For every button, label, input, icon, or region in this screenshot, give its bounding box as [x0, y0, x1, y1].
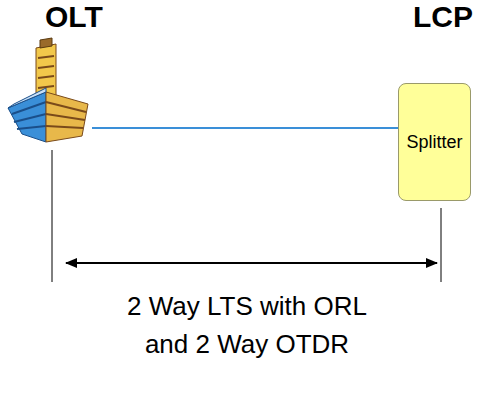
test-label: 2 Way LTS with ORL and 2 Way OTDR	[107, 287, 387, 363]
olt-building: OLT	[8, 40, 92, 145]
node-heading: OLT	[45, 0, 103, 34]
building-icon	[8, 38, 88, 142]
splitter-box: LCPSplitter	[398, 83, 471, 201]
fiber-link	[92, 127, 398, 129]
node-text: Splitter	[406, 132, 462, 153]
dimension-arrow	[66, 262, 437, 264]
extent-tick	[441, 208, 442, 282]
node-heading: LCP	[413, 0, 473, 34]
extent-tick	[52, 150, 53, 282]
